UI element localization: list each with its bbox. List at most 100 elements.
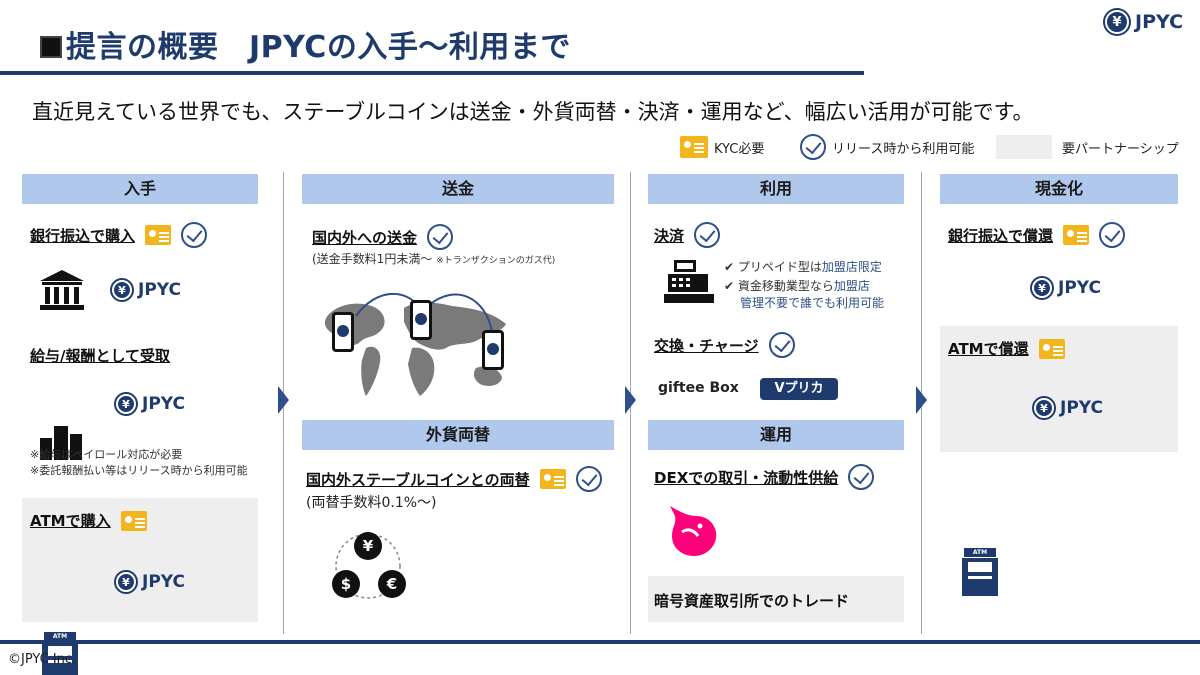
jpyc-logo: ¥ JPYC bbox=[1034, 398, 1103, 418]
jpyc-logo-text: JPYC bbox=[1060, 398, 1103, 418]
bank-icon bbox=[40, 270, 84, 310]
bank-purchase-label: 銀行振込で購入 bbox=[30, 226, 136, 245]
bullet1-text: プリペイド型は bbox=[737, 260, 822, 274]
payment-bullet-2b: 管理不要で誰でも利用可能 bbox=[740, 296, 885, 310]
copyright: ©JPYC Inc. bbox=[8, 652, 77, 667]
office-building-icon bbox=[40, 426, 82, 460]
column-header-remit: 送金 bbox=[302, 174, 614, 204]
jpyc-coin-icon: ¥ bbox=[1105, 10, 1129, 34]
smartphone-icon bbox=[482, 330, 504, 370]
kyc-id-card-icon bbox=[120, 510, 147, 531]
legend-available-label: リリース時から利用可能 bbox=[832, 141, 975, 157]
atm-redeem-row: ATMで償還 bbox=[948, 338, 1065, 359]
column-header-invest: 運用 bbox=[648, 420, 904, 450]
jpyc-logo: ¥ JPYC bbox=[112, 280, 181, 300]
note-payroll: ※給与はペイロール対応が必要 bbox=[30, 448, 183, 461]
check-circle-icon bbox=[1099, 222, 1126, 248]
dollar-coin-icon: $ bbox=[332, 570, 360, 598]
jpyc-logo: ¥ JPYC bbox=[1032, 278, 1101, 298]
column-header-acquire: 入手 bbox=[22, 174, 258, 204]
check-circle-icon bbox=[427, 224, 454, 250]
page-title-text: 提言の概要 JPYCの入手〜利用まで bbox=[66, 30, 571, 65]
exchange-label: 交換・チャージ bbox=[654, 336, 759, 355]
atm-redeem-label: ATMで償還 bbox=[948, 340, 1029, 358]
subtitle: 直近見えている世界でも、ステーブルコインは送金・外貨両替・決済・運用など、幅広い… bbox=[32, 100, 1034, 124]
title-square-icon bbox=[40, 36, 62, 58]
kyc-id-card-icon bbox=[539, 469, 566, 489]
title-divider bbox=[0, 71, 864, 75]
remit-fee: (送金手数料1円未満〜 ※トランザクションのガス代) bbox=[312, 250, 555, 267]
fx-label: 国内外ステーブルコインとの両替 bbox=[306, 470, 530, 489]
check-circle-icon bbox=[181, 222, 208, 248]
flow-arrow-icon bbox=[625, 386, 636, 414]
kyc-id-card-icon bbox=[1063, 225, 1090, 245]
atm-icon: ATM bbox=[962, 548, 998, 596]
check-circle-icon bbox=[694, 222, 721, 248]
check-circle-icon bbox=[575, 466, 602, 492]
jpyc-coin-icon: ¥ bbox=[116, 394, 136, 414]
check-circle-icon bbox=[768, 332, 795, 358]
jpyc-logo-text: JPYC bbox=[138, 280, 181, 300]
bullet2-highlight: 加盟店 bbox=[833, 279, 870, 293]
remit-label: 国内外への送金 bbox=[312, 228, 418, 247]
brand-text: JPYC bbox=[1135, 11, 1184, 33]
bank-redeem-label: 銀行振込で償還 bbox=[948, 226, 1054, 245]
uniswap-unicorn-icon bbox=[670, 506, 717, 556]
footer-divider bbox=[0, 640, 1200, 644]
fx-row: 国内外ステーブルコインとの両替 bbox=[306, 466, 602, 492]
legend-partnership-label: 要パートナーシップ bbox=[1062, 141, 1179, 157]
kyc-id-card-icon bbox=[1038, 338, 1065, 359]
jpyc-logo-text: JPYC bbox=[142, 572, 185, 592]
jpyc-logo: ¥ JPYC bbox=[116, 572, 185, 592]
euro-coin-icon: € bbox=[378, 570, 406, 598]
giftee-box-logo: giftee Box bbox=[658, 380, 739, 396]
remit-row: 国内外への送金 bbox=[312, 224, 454, 250]
smartphone-icon bbox=[332, 312, 354, 352]
column-header-fx: 外貨両替 bbox=[302, 420, 614, 450]
legend-available: リリース時から利用可能 bbox=[800, 134, 974, 160]
jpyc-logo: ¥ JPYC bbox=[116, 394, 185, 414]
column-header-cashout: 現金化 bbox=[940, 174, 1178, 204]
payment-bullet-1: ✔ プリペイド型は加盟店限定 bbox=[724, 260, 882, 274]
fx-fee: (両替手数料0.1%〜) bbox=[306, 495, 437, 511]
atm-icon-label: ATM bbox=[44, 632, 76, 641]
bullet2-text: 資金移動業型なら bbox=[737, 279, 834, 293]
atm-purchase-label: ATMで購入 bbox=[30, 512, 111, 530]
page-title: 提言の概要 JPYCの入手〜利用まで bbox=[40, 22, 571, 66]
salary-label: 給与/報酬として受取 bbox=[30, 347, 171, 365]
remit-fee-text: (送金手数料1円未満〜 bbox=[312, 252, 433, 266]
exchange-row: 交換・チャージ bbox=[654, 332, 795, 358]
check-circle-icon bbox=[800, 134, 826, 160]
brand-logo: ¥ JPYC bbox=[1105, 10, 1183, 34]
cash-register-icon bbox=[664, 260, 714, 303]
jpyc-logo-text: JPYC bbox=[142, 394, 185, 414]
jpyc-coin-icon: ¥ bbox=[1032, 278, 1052, 298]
legend-partnership: 要パートナーシップ bbox=[996, 134, 1179, 160]
jpyc-coin-icon: ¥ bbox=[112, 280, 132, 300]
dex-row: DEXでの取引・流動性供給 bbox=[654, 464, 875, 490]
vpreca-logo: Vプリカ bbox=[760, 378, 838, 400]
payment-row: 決済 bbox=[654, 222, 721, 248]
jpyc-logo-text: JPYC bbox=[1058, 278, 1101, 298]
bank-purchase-row: 銀行振込で購入 bbox=[30, 222, 208, 248]
kyc-id-card-icon bbox=[145, 225, 172, 245]
atm-icon-label: ATM bbox=[964, 548, 996, 557]
payment-label: 決済 bbox=[654, 226, 685, 245]
atm-purchase-row: ATMで購入 bbox=[30, 510, 147, 531]
salary-row: 給与/報酬として受取 bbox=[30, 345, 170, 366]
legend-gray-swatch bbox=[996, 135, 1052, 159]
legend-kyc-label: KYC必要 bbox=[714, 141, 765, 157]
note-commission: ※委託報酬払い等はリリース時から利用可能 bbox=[30, 464, 248, 477]
yen-coin-icon: ¥ bbox=[354, 532, 382, 560]
cex-label: 暗号資産取引所でのトレード bbox=[654, 592, 850, 610]
payment-bullet-2: ✔ 資金移動業型なら加盟店 bbox=[724, 279, 870, 293]
flow-arrow-icon bbox=[916, 386, 927, 414]
legend-kyc: KYC必要 bbox=[680, 134, 764, 160]
check-circle-icon bbox=[848, 464, 875, 490]
cex-row: 暗号資産取引所でのトレード bbox=[654, 590, 849, 611]
dex-label: DEXでの取引・流動性供給 bbox=[654, 468, 839, 487]
column-header-use: 利用 bbox=[648, 174, 904, 204]
bullet1-highlight: 加盟店限定 bbox=[821, 260, 882, 274]
bank-redeem-row: 銀行振込で償還 bbox=[948, 222, 1126, 248]
flow-arrow-icon bbox=[278, 386, 289, 414]
